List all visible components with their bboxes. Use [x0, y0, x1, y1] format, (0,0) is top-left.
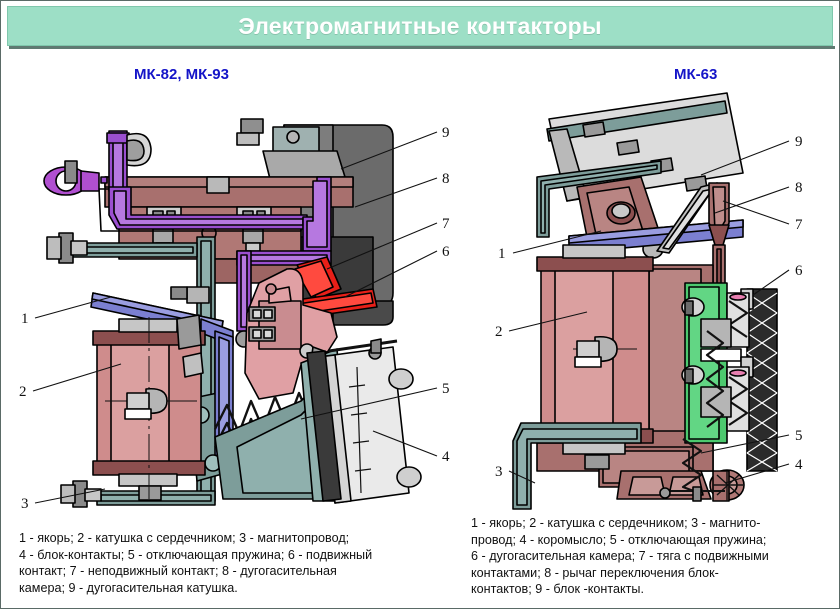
- caption-line: 1 - якорь; 2 - катушка с сердечником; 3 …: [19, 531, 350, 545]
- callout-left-6: 6: [442, 244, 450, 260]
- caption-line: 1 - якорь; 2 - катушка с сердечником; 3 …: [471, 516, 761, 530]
- callout-left-4: 4: [442, 449, 450, 465]
- callout-right-5: 5: [795, 428, 803, 444]
- callout-right-8: 8: [795, 180, 803, 196]
- caption-line: 6 - дугогасительная камера; 7 - тяга с п…: [471, 549, 769, 564]
- callout-right-1: 1: [498, 246, 506, 262]
- leader-lines-right: [508, 140, 790, 484]
- callout-right-2: 2: [495, 324, 503, 340]
- callout-left-1: 1: [21, 311, 29, 327]
- banner-shadow: [9, 46, 835, 49]
- callout-right-4: 4: [795, 457, 803, 473]
- callout-left-2: 2: [19, 384, 27, 400]
- callout-left-8: 8: [442, 171, 450, 187]
- caption-line: провод; 4 - коромысло; 5 - отключающая п…: [471, 532, 767, 547]
- callout-right-6: 6: [795, 263, 803, 279]
- figure-left-caption: 1 - якорь; 2 - катушка с сердечником; 3 …: [19, 530, 453, 596]
- caption-line: камера; 9 - дугогасительная катушка.: [19, 580, 238, 595]
- figure-right-caption: 1 - якорь; 2 - катушка с сердечником; 3 …: [471, 515, 823, 598]
- callout-left-5: 5: [442, 381, 450, 397]
- callout-left-9: 9: [442, 125, 450, 141]
- caption-line: контактов; 9 - блок -контакты.: [471, 582, 644, 597]
- page-title: Электромагнитные контакторы: [238, 12, 602, 39]
- caption-line: 4 - блок-контакты; 5 - отключающая пружи…: [19, 547, 373, 562]
- callout-right-7: 7: [795, 217, 803, 233]
- leader-lines-left: [32, 131, 438, 504]
- caption-line: контактами; 8 - рычаг переключения блок-: [471, 565, 719, 580]
- page-header-banner: Электромагнитные контакторы: [7, 6, 833, 46]
- caption-line: контакт; 7 - неподвижный контакт; 8 - ду…: [19, 564, 337, 579]
- callout-right-9: 9: [795, 134, 803, 150]
- callout-left-3: 3: [21, 496, 29, 512]
- figure-left-subtitle: МК-82, МК-93: [134, 66, 229, 83]
- figure-right-subtitle: МК-63: [674, 66, 718, 83]
- callout-right-3: 3: [495, 464, 503, 480]
- callout-left-7: 7: [442, 216, 450, 232]
